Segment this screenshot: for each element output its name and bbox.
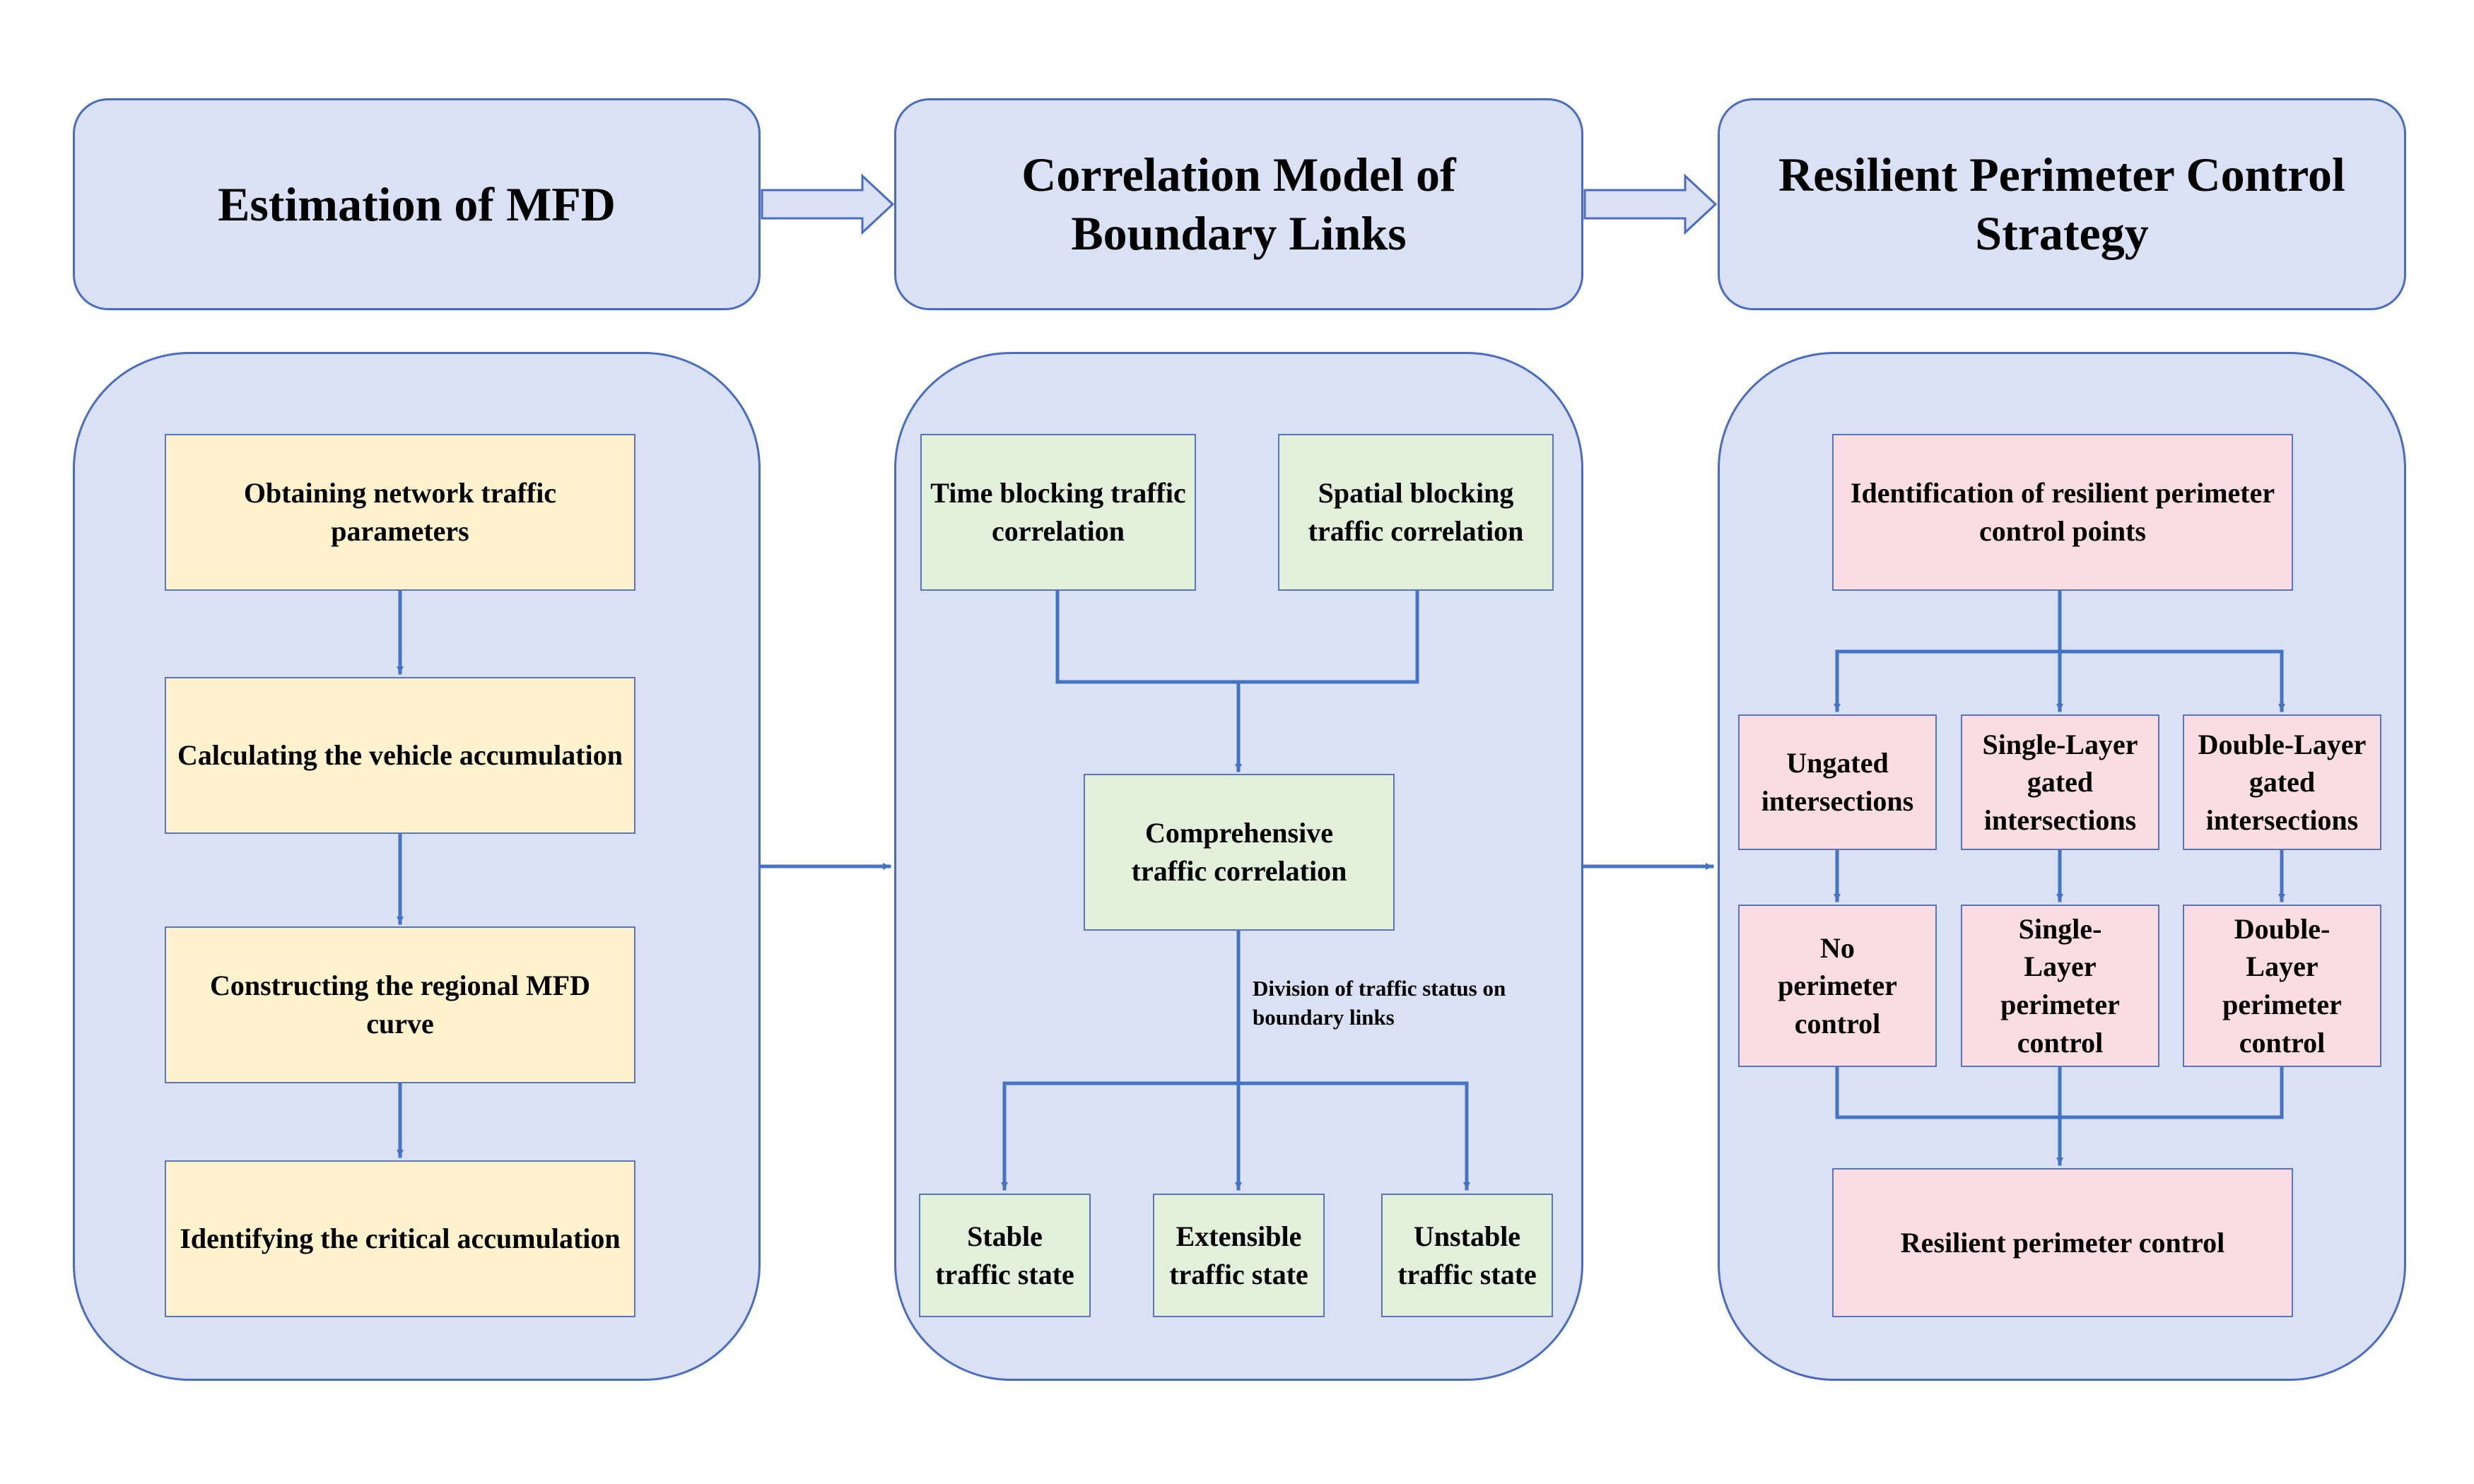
extensible-traffic-state-label: Extensible traffic state <box>1169 1220 1308 1290</box>
no-perimeter-control: No perimeter control <box>1738 905 1937 1067</box>
ungated-intersections-label: Ungated intersections <box>1761 747 1914 817</box>
stable-traffic-state-label: Stable traffic state <box>935 1220 1074 1290</box>
identification-control-points: Identification of resilient perimeter co… <box>1832 434 2293 591</box>
header-arrow-2 <box>1583 173 1718 235</box>
step-calculating-accumulation: Calculating the vehicle accumulation <box>165 677 635 834</box>
double-layer-perimeter-control-label: Double-Layer perimeter control <box>2222 912 2342 1059</box>
double-layer-gated-intersections-label: Double-Layer gated intersections <box>2198 728 2367 836</box>
single-layer-gated-intersections-label: Single-Layer gated intersections <box>1982 728 2138 836</box>
single-layer-gated-intersections: Single-Layer gated intersections <box>1961 714 2159 850</box>
unstable-traffic-state-label: Unstable traffic state <box>1397 1220 1537 1290</box>
step-identifying-critical: Identifying the critical accumulation <box>165 1160 635 1317</box>
step-obtaining-parameters: Obtaining network traffic parameters <box>165 434 635 591</box>
division-note-label: Division of traffic status on boundary l… <box>1253 976 1506 1030</box>
step-identifying-critical-label: Identifying the critical accumulation <box>180 1223 621 1255</box>
header-arrow-1 <box>761 173 895 235</box>
step-constructing-mfd-label: Constructing the regional MFD curve <box>209 970 591 1040</box>
double-layer-gated-intersections: Double-Layer gated intersections <box>2183 714 2381 850</box>
spatial-blocking-correlation: Spatial blocking traffic correlation <box>1278 434 1554 591</box>
header-estimation-of-mfd: Estimation of MFD <box>73 98 761 310</box>
double-layer-perimeter-control: Double-Layer perimeter control <box>2183 905 2381 1067</box>
time-blocking-correlation-label: Time blocking traffic correlation <box>930 477 1186 547</box>
header-mfd-title: Estimation of MFD <box>218 177 616 231</box>
resilient-perimeter-control-label: Resilient perimeter control <box>1900 1226 2225 1259</box>
step-calculating-accumulation-label: Calculating the vehicle accumulation <box>177 739 623 772</box>
correlation-merge-line <box>1055 589 1419 684</box>
spatial-blocking-correlation-label: Spatial blocking traffic correlation <box>1308 477 1524 547</box>
header-correlation-model: Correlation Model of Boundary Links <box>894 98 1583 310</box>
header-strategy-title: Resilient Perimeter Control Strategy <box>1778 148 2345 260</box>
no-perimeter-control-label: No perimeter control <box>1778 931 1897 1040</box>
resilient-perimeter-control: Resilient perimeter control <box>1832 1168 2293 1317</box>
header-correlation-title: Correlation Model of Boundary Links <box>1021 148 1456 260</box>
time-blocking-correlation: Time blocking traffic correlation <box>920 434 1196 591</box>
ungated-intersections: Ungated intersections <box>1738 714 1937 850</box>
extensible-traffic-state: Extensible traffic state <box>1153 1194 1325 1317</box>
step-constructing-mfd: Constructing the regional MFD curve <box>165 926 635 1083</box>
stable-traffic-state: Stable traffic state <box>919 1194 1091 1317</box>
single-layer-perimeter-control: Single-Layer perimeter control <box>1961 905 2159 1067</box>
step-obtaining-parameters-label: Obtaining network traffic parameters <box>243 477 557 547</box>
comprehensive-correlation-label: Comprehensive traffic correlation <box>1131 817 1347 887</box>
header-resilient-strategy: Resilient Perimeter Control Strategy <box>1718 98 2406 310</box>
identification-control-points-label: Identification of resilient perimeter co… <box>1850 477 2275 547</box>
comprehensive-correlation: Comprehensive traffic correlation <box>1084 774 1395 931</box>
division-note: Division of traffic status on boundary l… <box>1253 974 1535 1032</box>
unstable-traffic-state: Unstable traffic state <box>1381 1194 1553 1317</box>
single-layer-perimeter-control-label: Single-Layer perimeter control <box>2000 912 2120 1059</box>
